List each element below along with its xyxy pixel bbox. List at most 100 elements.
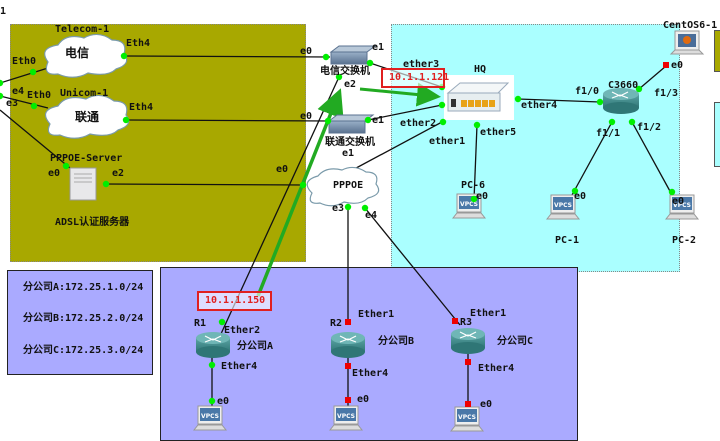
port-tel-eth4: Eth4 — [126, 38, 151, 49]
port-status-up — [208, 397, 216, 405]
port-pc6-e0: e0 — [476, 191, 489, 202]
centos-label[interactable]: CentOS6-1 — [663, 20, 718, 31]
port-tel-eth0: Eth0 — [12, 56, 37, 67]
port-status-up — [361, 204, 369, 212]
pc2-label[interactable]: PC-2 — [672, 235, 697, 246]
port-usw-e1b: e1 — [342, 148, 355, 159]
port-hq-ether3: ether3 — [403, 59, 440, 70]
r3-label[interactable]: R3 — [460, 317, 473, 328]
port-status-up — [628, 118, 636, 126]
port-r3-ether4: Ether4 — [478, 363, 515, 374]
port-status-up — [0, 92, 4, 100]
unicom-switch-label[interactable]: 联通交换机 — [325, 137, 375, 148]
port-status-up — [122, 116, 130, 124]
port-r1-ether4: Ether4 — [221, 361, 258, 372]
port-r2-ether1: Ether1 — [358, 309, 395, 320]
port-status-up — [0, 79, 4, 87]
port-pppoe-e4: e4 — [365, 210, 378, 221]
link-c3660-pc2 — [631, 121, 672, 194]
r2-label[interactable]: R2 — [330, 318, 343, 329]
port-status-down — [345, 397, 351, 403]
port-tsw-e0: e0 — [300, 46, 313, 57]
port-status-up — [29, 68, 37, 76]
pppoe-cloud-label[interactable]: PPPOE — [333, 180, 364, 191]
pppoe-server-title[interactable]: PPPOE-Server — [50, 153, 123, 164]
port-status-up — [439, 118, 447, 126]
port-centos-e0: e0 — [671, 60, 684, 71]
pc2-host-icon[interactable]: VPCS — [664, 194, 700, 220]
hq-router-icon — [444, 75, 514, 120]
corner-label: 1 — [0, 6, 7, 17]
port-status-up — [344, 203, 352, 211]
hq-label[interactable]: HQ — [474, 64, 487, 75]
server-icon — [69, 167, 97, 201]
link-telecom-switch — [123, 55, 331, 58]
vpcs-b-host-icon[interactable]: VPCS — [328, 405, 364, 431]
port-status-up — [322, 53, 330, 61]
port-status-up — [102, 180, 110, 188]
port-c-f13: f1/3 — [654, 88, 679, 99]
vpcs-c-host-icon[interactable]: VPCS — [449, 406, 485, 432]
port-hq-ether5: ether5 — [480, 127, 517, 138]
side-zone-blue — [714, 102, 720, 167]
port-status-down — [465, 401, 471, 407]
unicom-title: Unicom-1 — [60, 88, 109, 99]
port-status-up — [635, 85, 643, 93]
c3660-router-icon — [603, 88, 639, 114]
port-vb-e0: e0 — [357, 394, 370, 405]
port-status-up — [208, 361, 216, 369]
port-status-down — [345, 363, 351, 369]
link-pppoe-hq — [344, 121, 443, 175]
link-hq-pc6 — [473, 124, 478, 201]
port-status-up — [438, 101, 446, 109]
port-status-up — [120, 52, 128, 60]
vpcs-a-host-icon[interactable]: VPCS — [192, 405, 228, 431]
link-c3660-centos — [638, 65, 667, 90]
legend-zone — [7, 270, 153, 375]
port-hq-ether4: ether4 — [521, 100, 558, 111]
link-hq-c3660 — [517, 98, 601, 103]
port-status-up — [366, 59, 374, 67]
vpcs-icon-text: VPCS — [673, 202, 691, 209]
pc1-label[interactable]: PC-1 — [555, 235, 580, 246]
port-r3-ether1: Ether1 — [470, 308, 507, 319]
port-pc2-e0: e0 — [672, 196, 685, 207]
port-tsw-e2: e2 — [344, 79, 357, 90]
r3-caption: 分公司C — [497, 336, 534, 347]
port-pc1-e0: e0 — [574, 191, 587, 202]
pc6-label[interactable]: PC-6 — [461, 180, 486, 191]
r1-label[interactable]: R1 — [194, 318, 207, 329]
r1-ip-label: 10.1.1.150 — [197, 291, 272, 311]
r2-caption: 分公司B — [378, 336, 415, 347]
r2-router-icon — [331, 332, 365, 358]
port-r2-ether4: Ether4 — [352, 368, 389, 379]
port-left-e4: e4 — [12, 86, 25, 97]
legend-branch-b: 分公司B:172.25.2.0/24 — [23, 313, 144, 324]
link-usw-hq — [367, 104, 443, 121]
port-hq-ether1: ether1 — [429, 136, 466, 147]
port-status-down — [663, 62, 669, 68]
telecom-switch-icon — [329, 45, 377, 65]
port-r1-ether2: Ether2 — [224, 325, 261, 336]
port-status-up — [364, 116, 372, 124]
port-status-up — [608, 118, 616, 126]
port-hq-ether2: ether2 — [400, 118, 437, 129]
centos-host-icon — [669, 30, 705, 55]
port-status-down — [465, 359, 471, 365]
port-c-f11: f1/1 — [596, 128, 621, 139]
telecom-label[interactable]: 电信 — [65, 46, 90, 60]
cloud-unicom — [44, 94, 130, 139]
telecom-switch-label[interactable]: 电信交换机 — [320, 66, 370, 77]
port-c-f12: f1/2 — [637, 122, 662, 133]
port-va-e0: e0 — [217, 396, 230, 407]
arrow-switch-to-hq — [359, 82, 441, 107]
telecom-title: Telecom-1 — [55, 24, 110, 35]
r3-router-icon — [451, 328, 485, 354]
port-srv-e2: e2 — [112, 168, 125, 179]
unicom-label[interactable]: 联通 — [75, 110, 100, 124]
pc1-host-icon[interactable]: VPCS — [545, 194, 581, 220]
port-status-up — [218, 318, 226, 326]
link-left-server — [0, 109, 71, 169]
port-status-up — [571, 187, 579, 195]
c3660-label[interactable]: C3660 — [608, 80, 639, 91]
